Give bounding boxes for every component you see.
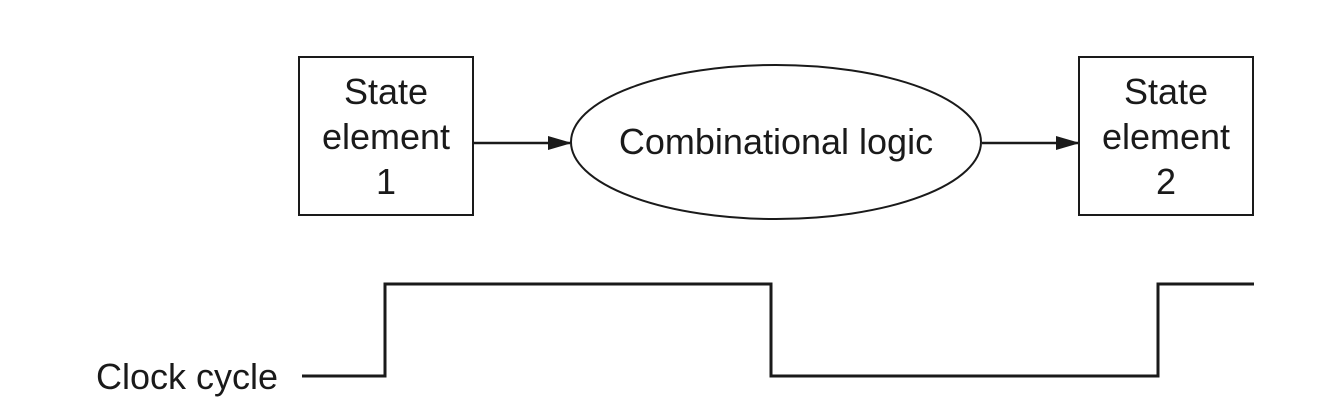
- state-element-1-line-1: State: [343, 70, 429, 112]
- state-element-1-line-2: element: [321, 115, 451, 157]
- state-element-2-line-2: element: [1101, 115, 1231, 157]
- clock-cycle-label: Clock cycle: [96, 356, 279, 397]
- state-element-2-line-3: 2: [1155, 160, 1177, 202]
- clock-waveform: [302, 282, 1254, 378]
- state-element-1-box: State element 1: [298, 56, 474, 216]
- state-element-2-box: State element 2: [1078, 56, 1254, 216]
- combinational-logic-label: Combinational logic: [618, 121, 934, 162]
- state-element-2-line-1: State: [1123, 70, 1209, 112]
- state-element-1-line-3: 1: [375, 160, 397, 202]
